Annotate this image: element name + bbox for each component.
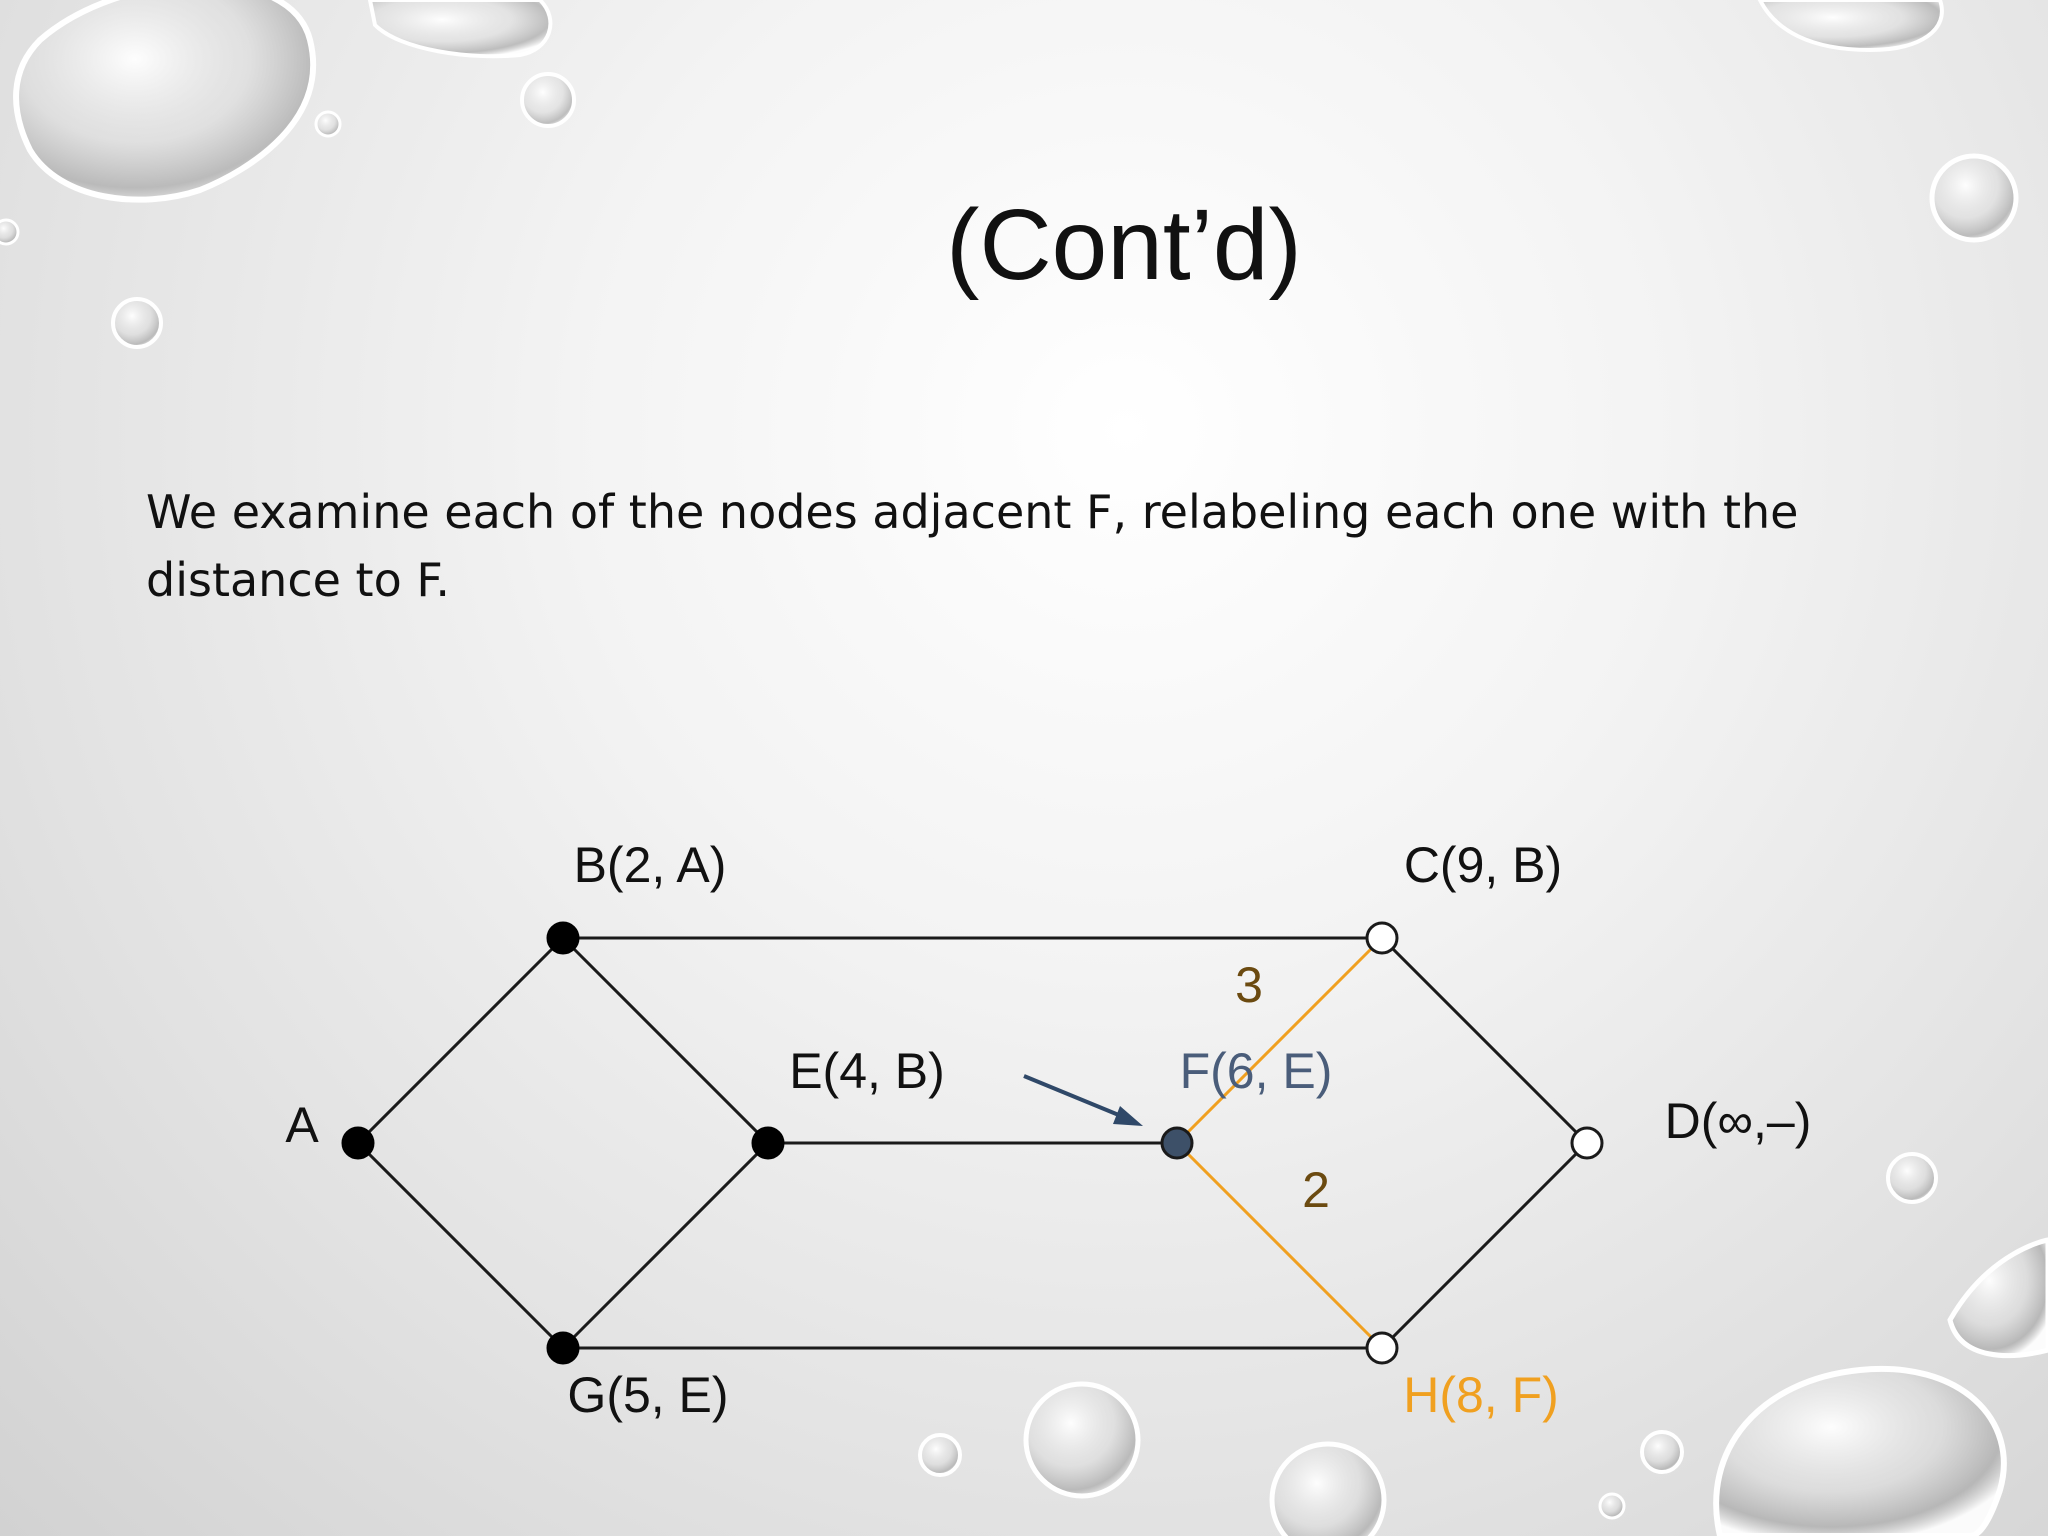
node-D	[1570, 1126, 1604, 1160]
node-label-B: B(2, A)	[574, 837, 727, 893]
node-label-D: D(∞,–)	[1665, 1093, 1812, 1149]
water-drop-bottom-4	[1640, 1430, 1684, 1474]
edge-C-D	[1380, 936, 1589, 1145]
edge-B-E	[561, 936, 770, 1145]
edge-A-B	[356, 936, 565, 1145]
graph-edges	[356, 936, 1589, 1350]
edge-F-C	[1175, 936, 1384, 1145]
node-label-H: H(8, F)	[1403, 1367, 1559, 1423]
water-drop-bottom-3	[1269, 1441, 1387, 1536]
node-A	[341, 1126, 375, 1160]
node-label-G: G(5, E)	[567, 1367, 728, 1423]
water-drop-top-right	[1757, 0, 1944, 53]
water-drop-right-1	[1929, 153, 2019, 243]
edge-weight-F-C: 3	[1235, 957, 1263, 1013]
node-label-F: F(6, E)	[1180, 1043, 1333, 1099]
water-drop-small-4	[0, 218, 20, 246]
water-drop-top-center	[367, 0, 553, 59]
node-label-E: E(4, B)	[789, 1043, 945, 1099]
node-B	[546, 921, 580, 955]
pointer-arrow-shaft	[1023, 1074, 1127, 1120]
water-drop-bottom-1	[1023, 1381, 1141, 1499]
water-drop-bottom-5	[1598, 1492, 1626, 1520]
slide-body-text: We examine each of the nodes adjacent F,…	[146, 485, 1799, 607]
edge-F-H	[1175, 1141, 1384, 1350]
graph-nodes	[341, 921, 1604, 1365]
pointer-arrow-head	[1113, 1106, 1143, 1126]
edge-H-D	[1380, 1141, 1589, 1350]
current-node-pointer	[1023, 1074, 1143, 1126]
node-label-C: C(9, B)	[1404, 837, 1562, 893]
node-E	[751, 1126, 785, 1160]
water-drop-bottom-2	[918, 1433, 962, 1477]
water-drop-bottom-right-large	[1713, 1237, 2048, 1536]
node-G	[546, 1331, 580, 1365]
node-C	[1365, 921, 1399, 955]
edge-weight-F-H: 2	[1302, 1162, 1330, 1218]
water-drop-small-1	[520, 72, 576, 128]
graph-labels: 3 2 A B(2, A) E(4, B) G(5, E) F(6, E) C(9, B) H(…	[285, 837, 1811, 1423]
edge-G-E	[561, 1141, 770, 1350]
slide-title: (Cont’d)	[946, 189, 1302, 301]
water-drop-right-2	[1886, 1152, 1938, 1204]
node-H	[1365, 1331, 1399, 1365]
edge-A-G	[356, 1141, 565, 1350]
water-drop-small-2	[314, 110, 342, 138]
water-drop-small-3	[111, 297, 163, 349]
node-F	[1160, 1126, 1194, 1160]
water-drop-top-left-large	[13, 0, 317, 203]
node-label-A: A	[285, 1097, 319, 1153]
